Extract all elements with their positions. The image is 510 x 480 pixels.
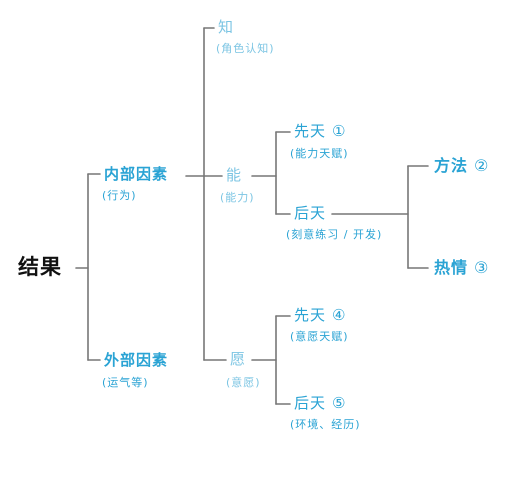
method-number: ② — [474, 156, 490, 175]
neng-acquired-label: 后天 — [294, 204, 327, 222]
neng-note: (能力) — [220, 191, 255, 204]
yuan-note: (意愿) — [226, 376, 261, 389]
root-label: 结果 — [18, 255, 62, 279]
passion-label: 热情 ③ — [434, 260, 489, 276]
external-factors-note: (运气等) — [102, 376, 149, 389]
neng-innate-text: 先天 — [294, 122, 327, 140]
zhi-note: (角色认知) — [216, 42, 275, 55]
yuan-innate-note: (意愿天赋) — [290, 330, 349, 343]
method-text: 方法 — [434, 156, 469, 175]
passion-text: 热情 — [434, 258, 469, 277]
method-label: 方法 ② — [434, 158, 489, 174]
neng-innate-label: 先天 ① — [294, 124, 346, 139]
external-factors-label: 外部因素 — [104, 351, 169, 369]
yuan-innate-label: 先天 ④ — [294, 308, 346, 323]
yuan-acquired-label: 后天 ⑤ — [294, 396, 346, 411]
yuan-innate-number: ④ — [332, 306, 347, 324]
zhi-label: 知 — [218, 18, 235, 36]
yuan-innate-text: 先天 — [294, 306, 327, 324]
neng-label: 能 — [226, 166, 243, 184]
passion-number: ③ — [474, 258, 490, 277]
yuan-acquired-note: (环境、经历) — [290, 418, 361, 431]
yuan-acquired-text: 后天 — [294, 394, 327, 412]
internal-factors-note: (行为) — [102, 189, 137, 202]
neng-innate-number: ① — [332, 122, 347, 140]
neng-acquired-note: (刻意练习 / 开发) — [286, 228, 383, 241]
internal-factors-label: 内部因素 — [104, 165, 169, 183]
yuan-label: 愿 — [230, 350, 247, 368]
yuan-acquired-number: ⑤ — [332, 394, 347, 412]
neng-innate-note: (能力天赋) — [290, 147, 349, 160]
